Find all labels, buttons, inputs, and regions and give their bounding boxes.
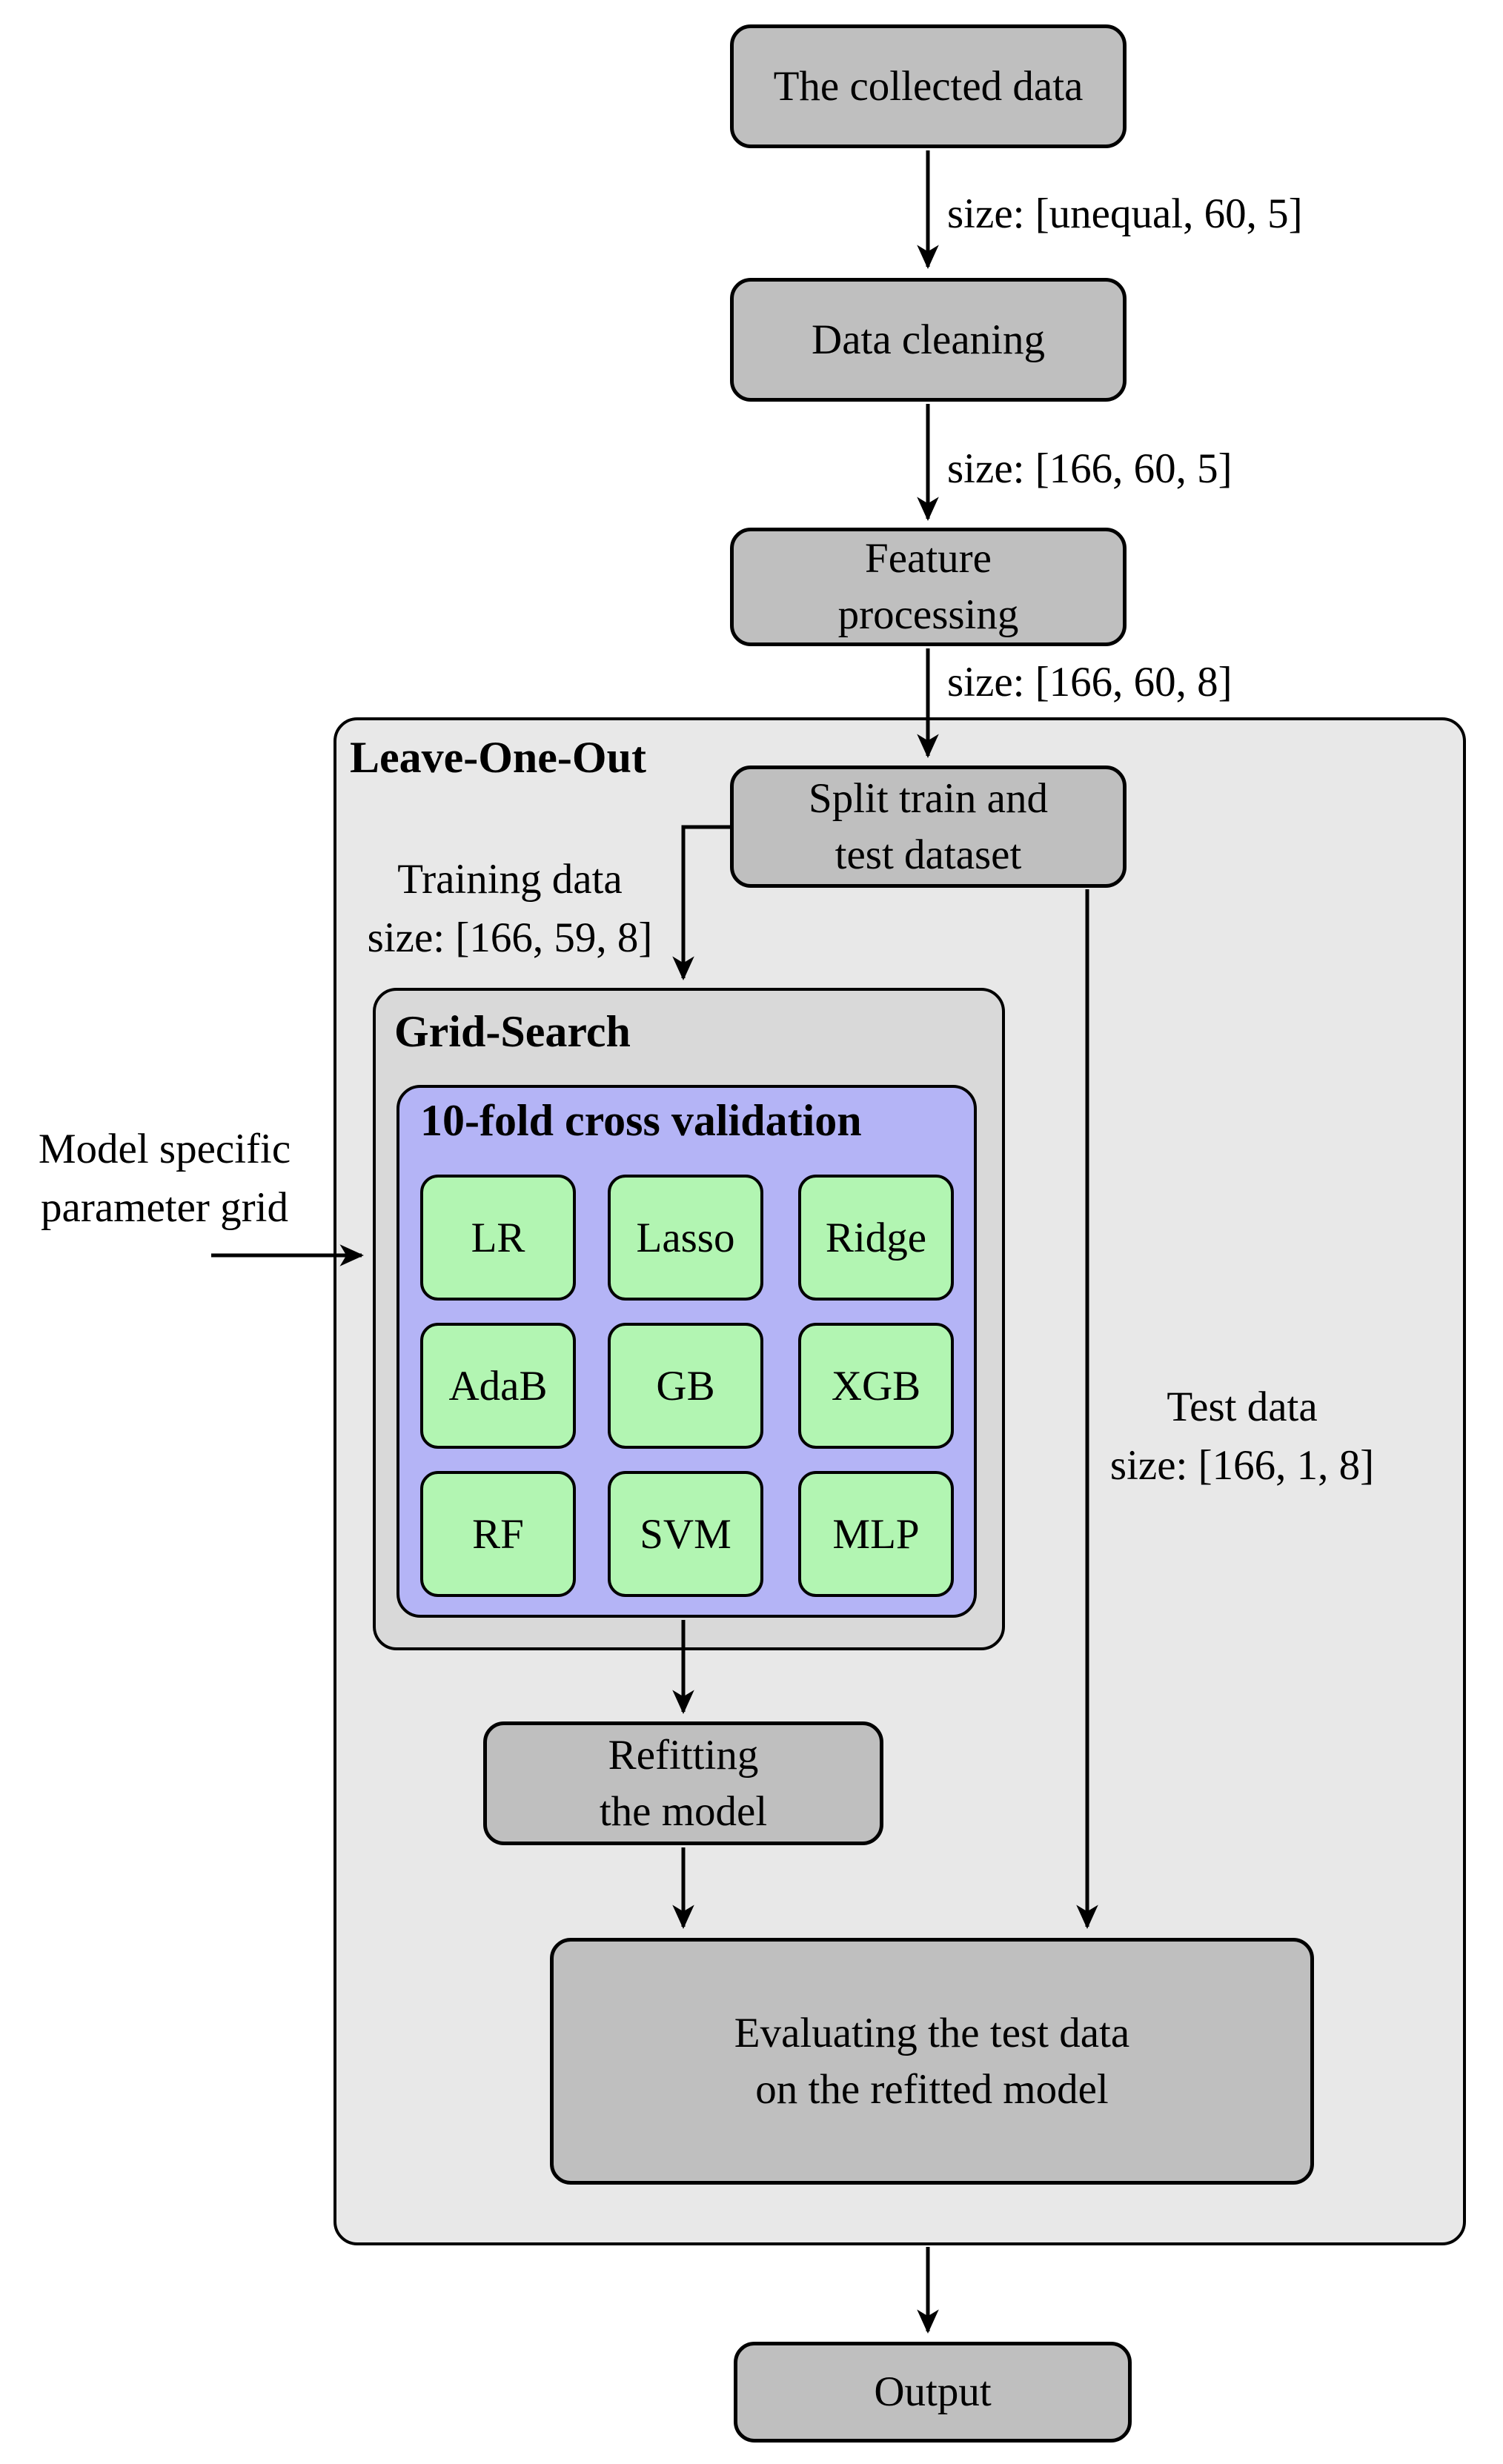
edge-label-parameter-grid: Model specific parameter grid	[39, 1120, 291, 1237]
edge-label-size-166-60-5: size: [166, 60, 5]	[947, 445, 1232, 492]
model-box-gb: GB	[608, 1323, 763, 1449]
node-refitting-line1: Refitting	[608, 1731, 759, 1779]
node-split-train-test-line2: test dataset	[835, 831, 1022, 878]
node-output: Output	[734, 2342, 1132, 2443]
node-feature-processing: Feature processing	[730, 528, 1127, 646]
edge-label-test-data-line1: Test data	[1167, 1384, 1318, 1430]
node-evaluating-line1: Evaluating the test data	[734, 2009, 1130, 2056]
node-refitting-model: Refitting the model	[483, 1721, 883, 1845]
model-box-adab-label: AdaB	[448, 1362, 548, 1409]
model-box-xgb: XGB	[798, 1323, 954, 1449]
model-box-adab: AdaB	[420, 1323, 576, 1449]
model-box-rf-label: RF	[472, 1510, 524, 1558]
node-collected-data: The collected data	[730, 24, 1127, 148]
grid-search-title: Grid-Search	[394, 1007, 631, 1056]
model-box-gb-label: GB	[656, 1362, 715, 1409]
leave-one-out-title: Leave-One-Out	[350, 733, 646, 782]
node-collected-data-label: The collected data	[773, 62, 1084, 110]
model-box-ridge: Ridge	[798, 1175, 954, 1301]
model-box-rf: RF	[420, 1471, 576, 1597]
node-output-label: Output	[874, 2368, 992, 2416]
edge-label-test-data-line2: size: [166, 1, 8]	[1109, 1441, 1375, 1489]
model-box-svm: SVM	[608, 1471, 763, 1597]
node-feature-processing-line1: Feature	[865, 535, 992, 582]
model-box-mlp-label: MLP	[832, 1510, 920, 1558]
node-feature-processing-line2: processing	[837, 591, 1019, 638]
node-data-cleaning-label: Data cleaning	[812, 316, 1045, 363]
node-refitting-line2: the model	[599, 1787, 768, 1835]
edge-label-size-166-60-8: size: [166, 60, 8]	[947, 659, 1232, 705]
node-split-train-test-line1: Split train and	[809, 774, 1048, 822]
model-box-xgb-label: XGB	[831, 1362, 921, 1409]
node-data-cleaning: Data cleaning	[730, 278, 1127, 402]
model-box-mlp: MLP	[798, 1471, 954, 1597]
model-box-lasso-label: Lasso	[636, 1214, 735, 1261]
edge-label-training-data-line1: Training data	[397, 856, 623, 903]
model-box-lr: LR	[420, 1175, 576, 1301]
edge-label-training-data-line2: size: [166, 59, 8]	[367, 914, 653, 961]
model-box-lr-label: LR	[471, 1214, 525, 1261]
node-split-train-test: Split train and test dataset	[730, 766, 1127, 888]
edge-label-test-data: Test data size: [166, 1, 8]	[1110, 1378, 1374, 1495]
node-evaluating-test-data: Evaluating the test data on the refitted…	[550, 1938, 1314, 2185]
model-box-lasso: Lasso	[608, 1175, 763, 1301]
arrow-split-to-grid-search	[672, 825, 730, 980]
edge-label-size-unequal: size: [unequal, 60, 5]	[947, 190, 1303, 237]
edge-label-parameter-grid-line1: Model specific	[38, 1126, 291, 1172]
cross-validation-title: 10-fold cross validation	[420, 1096, 862, 1145]
edge-label-parameter-grid-line2: parameter grid	[41, 1183, 288, 1231]
node-evaluating-line2: on the refitted model	[755, 2065, 1109, 2113]
model-box-ridge-label: Ridge	[825, 1214, 927, 1261]
model-box-svm-label: SVM	[640, 1510, 731, 1558]
edge-label-training-data: Training data size: [166, 59, 8]	[368, 851, 653, 967]
